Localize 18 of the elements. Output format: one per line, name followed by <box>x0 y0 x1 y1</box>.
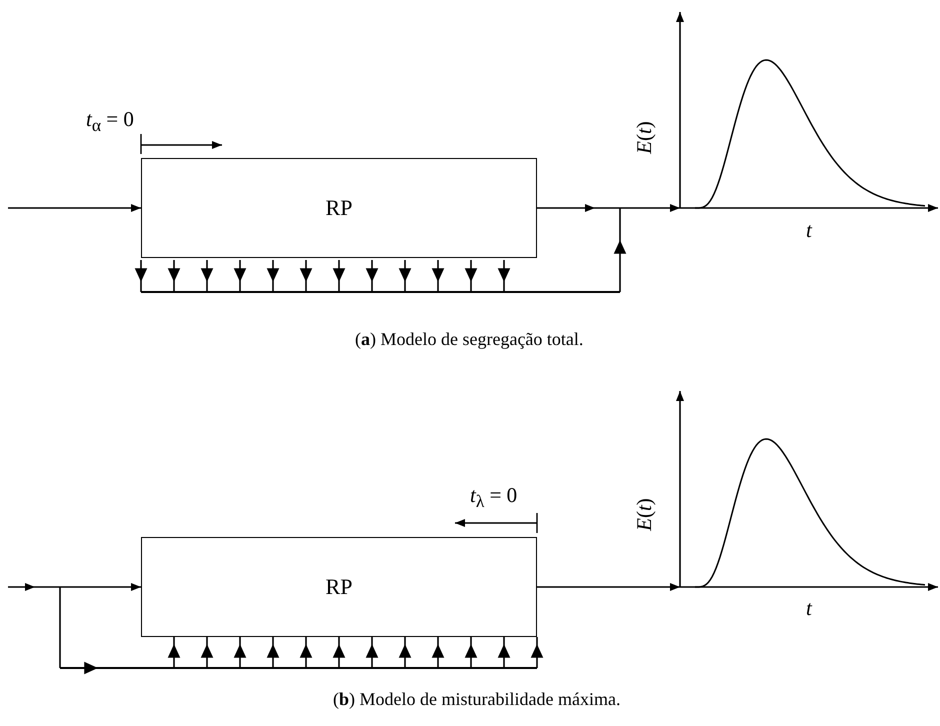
flow-arrow <box>8 204 141 212</box>
flow-arrow <box>8 583 141 591</box>
time-origin-label: t$_{α}$ = 0 <box>86 108 134 136</box>
reactor-label: RP <box>326 195 352 221</box>
flow-arrow <box>537 583 680 591</box>
axis-label: t <box>806 597 812 620</box>
distribution-plot-drawing <box>676 391 938 591</box>
flow-arrow <box>537 204 680 212</box>
axis-label: E(t) <box>632 498 656 531</box>
subfigure-caption: (a) Modelo de segregação total. <box>355 330 584 350</box>
reactor-box <box>141 537 537 637</box>
reactor-box <box>141 158 537 258</box>
axis-label: t <box>806 219 812 242</box>
time-origin-label: t$_{λ}$ = 0 <box>470 484 518 512</box>
subfigure-caption: (b) Modelo de misturabilidade máxima. <box>333 690 620 710</box>
reactor-label: RP <box>326 574 352 600</box>
axis-label: E(t) <box>632 121 656 154</box>
distribution-plot-drawing <box>676 12 938 212</box>
